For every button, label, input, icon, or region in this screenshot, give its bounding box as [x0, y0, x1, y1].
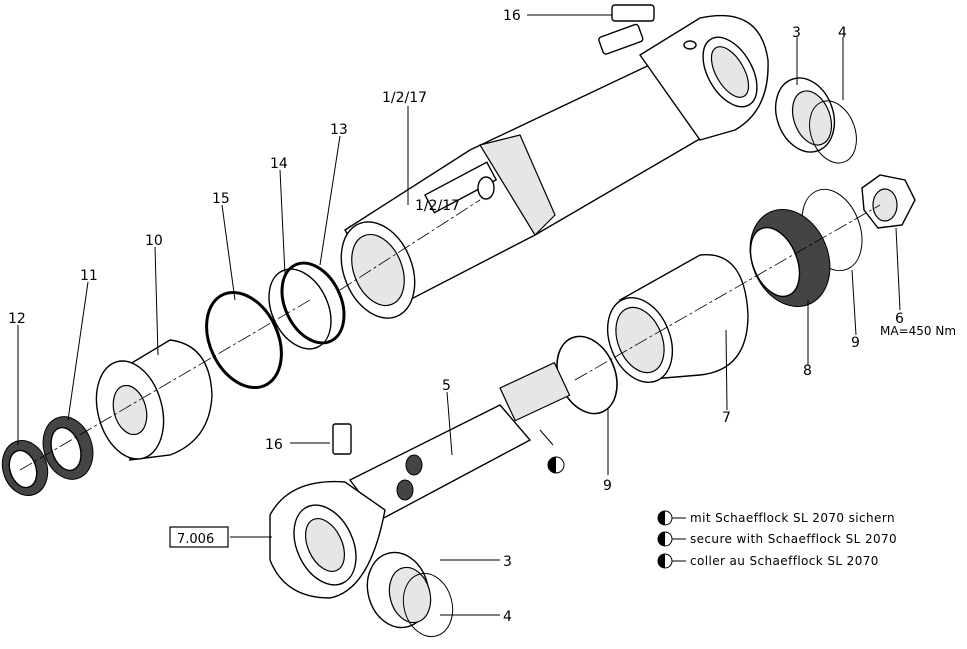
gland-10	[95, 339, 213, 461]
loctite-symbol-icon	[657, 531, 673, 547]
callout-11: 11	[80, 268, 98, 284]
seal-13	[280, 261, 346, 345]
bearing-and-circlip-top	[774, 77, 857, 164]
tube-inner-label: 1/2/17	[415, 198, 460, 214]
callout-3-bottom: 3	[503, 554, 512, 570]
wiper-12	[1, 440, 49, 496]
callout-6: 6	[895, 311, 904, 327]
piston-rod-5	[269, 361, 571, 599]
callout-4-top: 4	[838, 25, 847, 41]
legend-line-de: mit Schaefflock SL 2070 sichern	[690, 511, 895, 525]
callout-13: 13	[330, 122, 348, 138]
leader-lines	[17, 14, 901, 616]
callout-14: 14	[270, 156, 288, 172]
callout-4-bottom: 4	[503, 609, 512, 625]
loctite-symbol-icon	[657, 510, 673, 526]
wiper-11	[42, 416, 94, 480]
guide-ring-8	[749, 209, 831, 307]
legend-line-fr: coller au Schaefflock SL 2070	[690, 554, 879, 568]
callout-15: 15	[212, 191, 230, 207]
callout-9-middle: 9	[603, 478, 612, 494]
top-eye-head	[598, 4, 769, 141]
reference-label: 7.006	[177, 532, 214, 547]
reference-box: 7.006	[169, 526, 229, 548]
oring-15	[205, 290, 283, 390]
callout-1-2-17: 1/2/17	[382, 90, 427, 106]
callout-16-bottom: 16	[265, 437, 283, 453]
bearing-and-circlip-bottom	[366, 551, 454, 638]
nut-6	[861, 174, 916, 229]
loctite-symbol-icon	[657, 553, 673, 569]
callout-7: 7	[722, 410, 731, 426]
callout-9-right: 9	[851, 335, 860, 351]
cylinder-tube: 1/2/17	[340, 59, 717, 319]
callout-10: 10	[145, 233, 163, 249]
callout-12: 12	[8, 311, 26, 327]
callout-5: 5	[442, 378, 451, 394]
loctite-symbol-rod	[547, 456, 565, 474]
callout-8: 8	[803, 363, 812, 379]
callout-16-top: 16	[503, 8, 521, 24]
torque-spec: MA=450 Nm	[880, 324, 956, 338]
callout-3-top: 3	[792, 25, 801, 41]
piston-7	[606, 254, 749, 384]
legend: mit Schaefflock SL 2070 sichern secure w…	[657, 510, 897, 569]
seal-14	[268, 268, 332, 350]
legend-line-en: secure with Schaefflock SL 2070	[690, 532, 897, 546]
